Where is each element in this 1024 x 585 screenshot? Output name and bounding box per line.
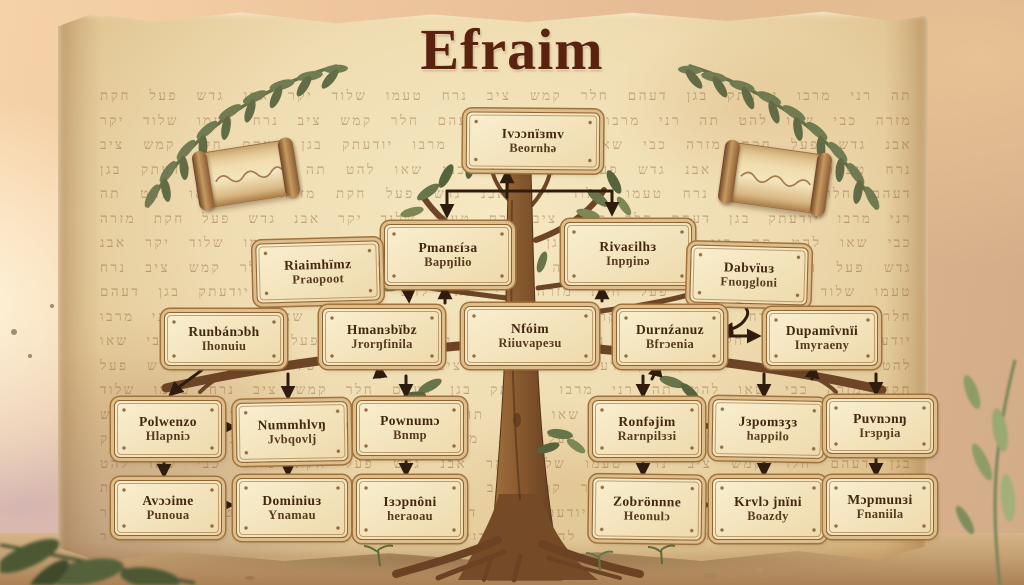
node-name-secondary: Bapŋilio (424, 255, 472, 269)
node-name-secondary: Rarnpilɜɜi (617, 429, 677, 443)
node-name-primary: Dupamîvnïi (785, 323, 859, 338)
node-name-primary: Dominiuɜ (262, 493, 322, 508)
node-name-primary: Puvnɔnŋ (853, 411, 907, 426)
node-name-secondary: Riiuvapeɜu (498, 336, 562, 350)
node-name-secondary: Punoua (146, 508, 190, 522)
laurel-branch-left-icon (144, 64, 348, 208)
node-name-primary: Pmanɛíɜa (418, 240, 478, 255)
tree-node-10: Polwenzo Hlapniɔ (114, 400, 222, 458)
node-name-secondary: Bfrɔenia (645, 337, 695, 351)
sprout-icon (363, 544, 676, 571)
tree-node-15: Puvnɔnŋ Irɜpŋia (826, 398, 934, 454)
node-name-secondary: Hlapniɔ (145, 429, 191, 443)
node-name-primary: Nfóim (511, 321, 549, 336)
node-name-primary: Polwenzo (139, 414, 197, 429)
node-name-primary: Rivaɛilhɜ (599, 239, 657, 254)
node-name-primary: Hmanɜbïbz (346, 322, 418, 337)
node-name-primary: Avɔɔime (142, 493, 194, 508)
node-name-secondary: Boazdy (747, 509, 789, 523)
node-name-secondary: Inpŋinə (606, 254, 650, 268)
node-name-primary: Durnźanuz (635, 322, 705, 337)
laurel-branch-right-icon (678, 64, 880, 210)
node-name-secondary: Bnmp (393, 428, 427, 442)
tree-node-1: Pmanɛíɜa Bapŋilio (384, 224, 512, 286)
pebbles (245, 568, 764, 580)
node-name-secondary: Imyraeny (794, 338, 850, 352)
tree-node-6: Hmanɜbïbz Jrorŋfinila (322, 308, 442, 366)
node-name-primary: Ronfəjim (618, 414, 676, 429)
page-title: Efraim (420, 17, 604, 82)
tree-node-21: Mɔpmunɜi Fnaniila (826, 478, 934, 536)
dust-specks (11, 304, 54, 358)
tree-node-5: Runbánɔbh Ihonuiu (164, 312, 284, 366)
tree-node-8: Durnźanuz Bfrɔenia (616, 308, 724, 366)
tree-node-20: Krvlɔ jnïni Boazdy (712, 478, 824, 540)
node-name-secondary: Irɜpŋia (859, 426, 901, 440)
tree-node-12: Pownumɔ Bnmp (356, 400, 464, 456)
node-name-secondary: Ihonuiu (201, 339, 247, 353)
node-name-primary: Mɔpmunɜi (847, 492, 913, 507)
rolled-scroll-left-icon (194, 138, 298, 210)
node-name-secondary: heraoau (387, 509, 433, 523)
node-name-primary: Krvlɔ jnïni (734, 494, 802, 509)
node-name-secondary: Jrorŋfinila (351, 337, 413, 351)
tree-node-18: Iɜɔpnôni heraoau (356, 478, 464, 540)
node-name-primary: Runbánɔbh (188, 324, 260, 339)
rolled-scroll-right-icon (720, 141, 830, 215)
tree-node-2: Rivaɛilhɜ Inpŋinə (564, 222, 692, 286)
node-name-primary: Pownumɔ (380, 413, 440, 428)
tree-node-13: Ronfəjim Rarnpilɜɜi (592, 400, 702, 458)
node-name-secondary: Ynamau (268, 508, 316, 522)
node-name-primary: Iɜɔpnôni (383, 494, 437, 509)
tree-node-7: Nfóim Riiuvapeɜu (464, 306, 596, 366)
tree-node-16: Avɔɔime Punoua (114, 480, 222, 536)
tree-roots (392, 536, 644, 583)
node-name-secondary: Fnaniila (856, 507, 904, 521)
tree-node-9: Dupamîvnïi Imyraeny (766, 310, 878, 366)
